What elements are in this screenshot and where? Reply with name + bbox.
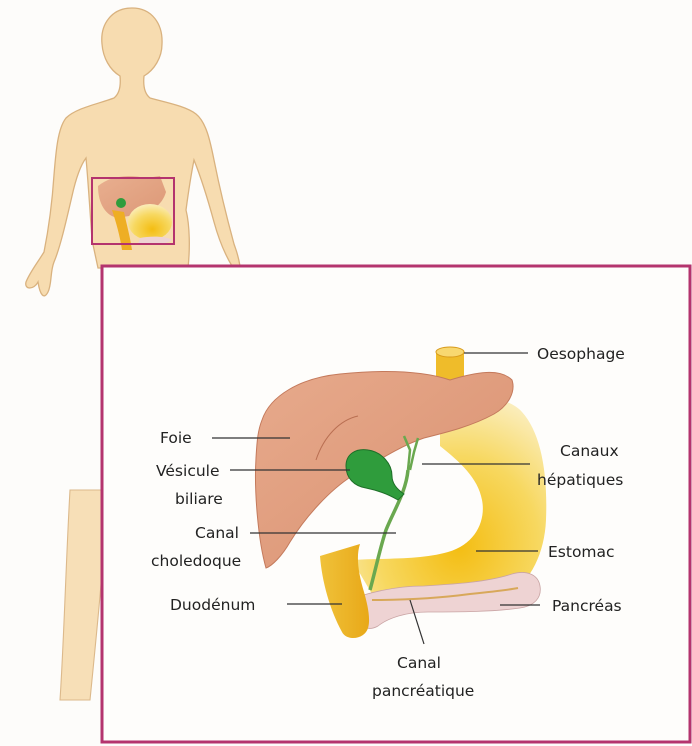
label-vesicule-1: Vésicule	[156, 462, 220, 480]
label-canal-pancreatique-2: pancréatique	[372, 682, 474, 700]
label-vesicule-2: biliare	[175, 490, 223, 508]
label-pancreas: Pancréas	[552, 597, 622, 615]
label-duodenum: Duodénum	[170, 596, 255, 614]
label-canaux-hepatiques-2: hépatiques	[537, 471, 623, 489]
label-canaux-hepatiques-1: Canaux	[560, 442, 619, 460]
label-foie: Foie	[160, 429, 192, 447]
label-estomac: Estomac	[548, 543, 615, 561]
label-canal-choledoque-2: choledoque	[151, 552, 241, 570]
label-canal-pancreatique-1: Canal	[397, 654, 441, 672]
label-oesophage: Oesophage	[537, 345, 625, 363]
label-canal-choledoque-1: Canal	[195, 524, 239, 542]
